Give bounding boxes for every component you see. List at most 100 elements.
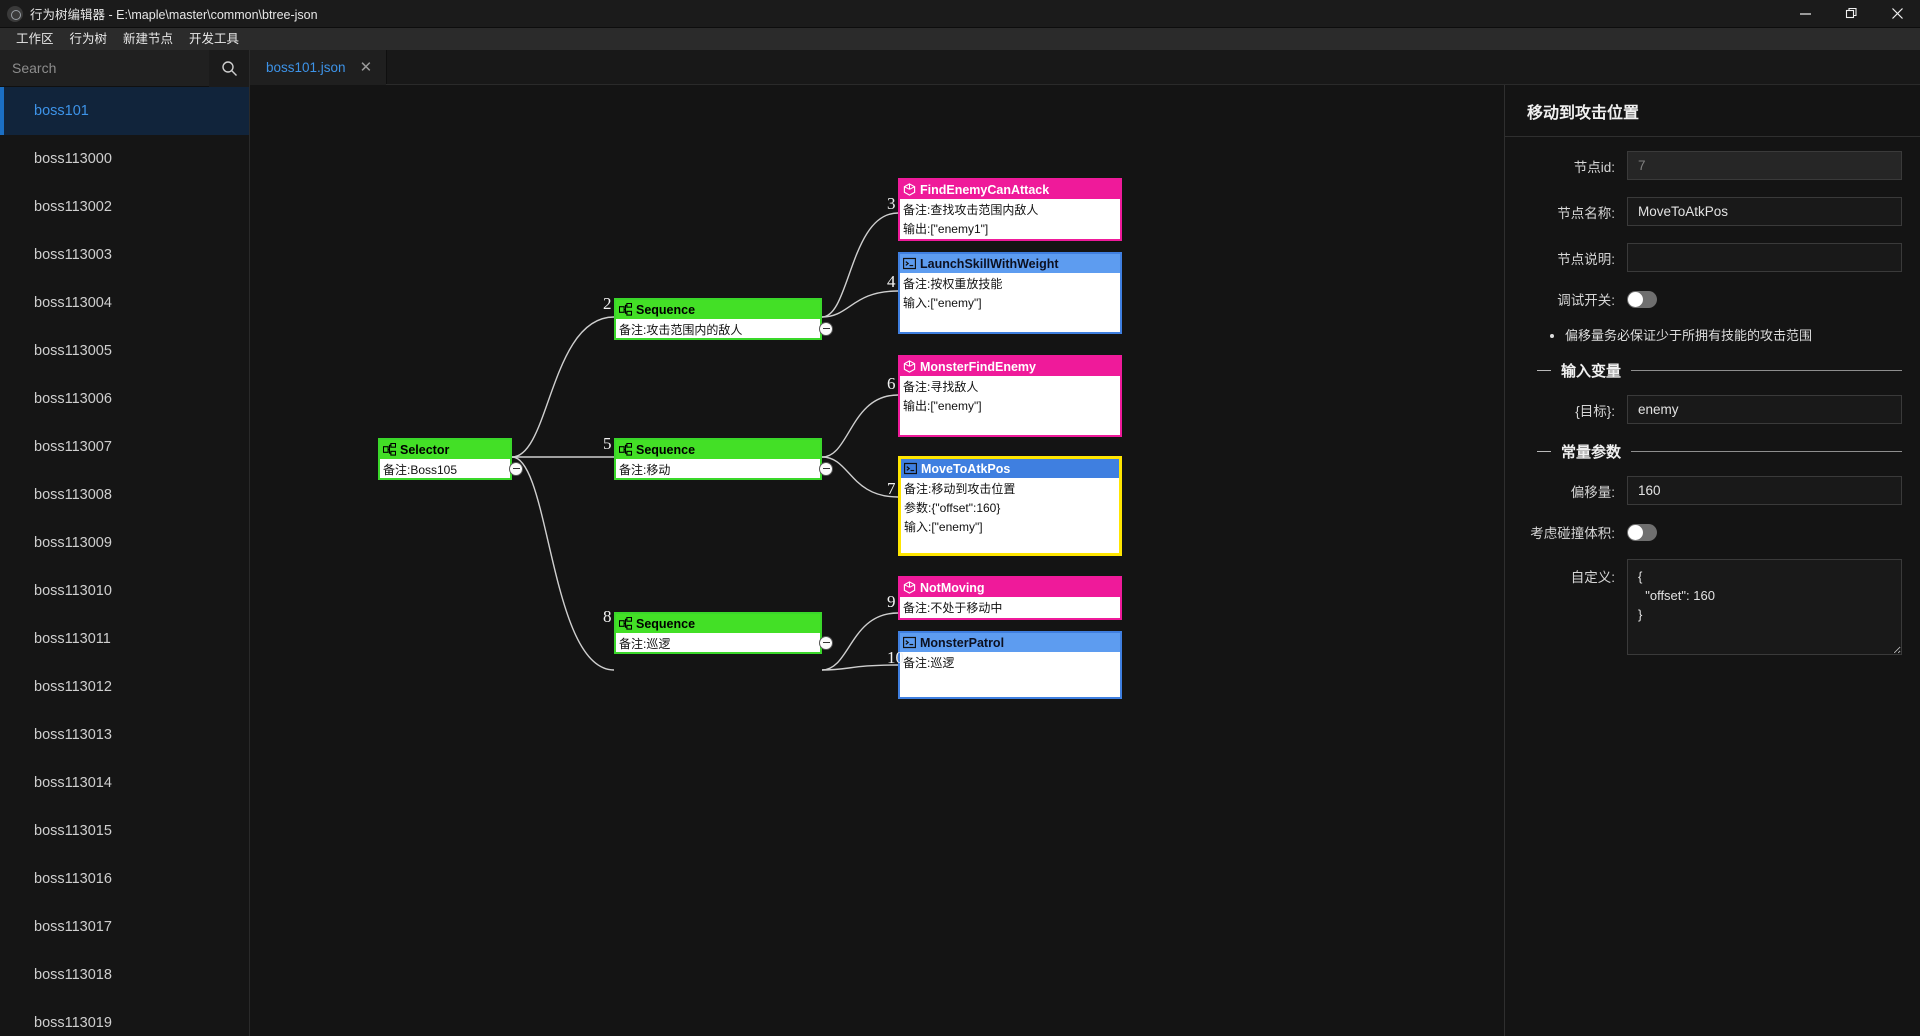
node-id-input[interactable] bbox=[1627, 151, 1902, 180]
tree-item-label: boss113005 bbox=[34, 343, 112, 359]
node-header: MoveToAtkPos bbox=[901, 459, 1119, 478]
tree-item-boss113007[interactable]: boss113007 bbox=[0, 423, 249, 471]
node-detail-line: 输出:["enemy1"] bbox=[903, 222, 989, 236]
tree-item-boss113009[interactable]: boss113009 bbox=[0, 519, 249, 567]
menu-item-behavior-tree[interactable]: 行为树 bbox=[69, 32, 108, 46]
node-collapse-icon[interactable] bbox=[819, 635, 833, 650]
tree-item-boss113008[interactable]: boss113008 bbox=[0, 471, 249, 519]
node-body: 备注:巡逻 bbox=[900, 652, 1120, 697]
node-detail-line: 备注:移动 bbox=[619, 463, 671, 477]
minimize-icon[interactable] bbox=[1782, 0, 1828, 28]
tree-item-boss113018[interactable]: boss113018 bbox=[0, 951, 249, 999]
menu-item-workspace[interactable]: 工作区 bbox=[16, 32, 54, 46]
node-title: Sequence bbox=[636, 616, 696, 631]
node-index-label: 10 bbox=[887, 648, 904, 667]
node-detail-line: 备注:攻击范围内的敌人 bbox=[619, 323, 743, 337]
tab-boss101-json[interactable]: boss101.json ✕ bbox=[250, 50, 388, 85]
tree-item-label: boss113004 bbox=[34, 295, 112, 311]
custom-json-textarea[interactable]: { "offset": 160 } bbox=[1627, 559, 1902, 655]
tree-item-boss113004[interactable]: boss113004 bbox=[0, 279, 249, 327]
tree-item-label: boss113013 bbox=[34, 727, 112, 743]
field-collide-toggle: 考虑碰撞体积: bbox=[1523, 522, 1902, 542]
graph-canvas[interactable]: Selector备注:Boss1051Sequence备注:攻击范围内的敌人2F… bbox=[250, 85, 1504, 1036]
tree-item-label: boss113009 bbox=[34, 535, 112, 551]
node-detail-line: 备注:Boss105 bbox=[383, 463, 458, 477]
condition-node-icon bbox=[903, 581, 916, 594]
field-label-custom: 自定义: bbox=[1570, 570, 1615, 585]
field-custom-json: 自定义: { "offset": 160 } bbox=[1523, 559, 1902, 655]
tree-item-label: boss113008 bbox=[34, 487, 112, 503]
node-index-label: 9 bbox=[887, 592, 896, 611]
tree-item-label: boss113006 bbox=[34, 391, 112, 407]
node-name-input[interactable] bbox=[1627, 197, 1902, 226]
field-node-desc: 节点说明: bbox=[1523, 243, 1902, 272]
tree-item-boss113000[interactable]: boss113000 bbox=[0, 135, 249, 183]
tree-item-boss113002[interactable]: boss113002 bbox=[0, 183, 249, 231]
field-input-target: {目标}: bbox=[1523, 395, 1902, 424]
node-index-label: 5 bbox=[603, 434, 612, 453]
search-input[interactable] bbox=[0, 50, 209, 87]
section-collapse-icon[interactable] bbox=[1537, 451, 1551, 452]
composite-node-icon bbox=[619, 303, 632, 316]
node-header: Sequence bbox=[616, 440, 820, 459]
node-index-label: 7 bbox=[887, 479, 896, 498]
node-header: NotMoving bbox=[900, 578, 1120, 597]
tree-item-label: boss113007 bbox=[34, 439, 112, 455]
graph-node-Sequence[interactable]: Sequence 备注:移动 bbox=[614, 438, 822, 480]
node-collapse-icon[interactable] bbox=[509, 461, 523, 476]
node-collapse-icon[interactable] bbox=[819, 321, 833, 336]
section-divider bbox=[1631, 451, 1902, 452]
node-desc-input[interactable] bbox=[1627, 243, 1902, 272]
search-icon[interactable] bbox=[209, 50, 249, 87]
node-detail-line: 输出:["enemy"] bbox=[903, 399, 982, 413]
panel-body: 节点id: 节点名称: 节点说明: 调试开关: 偏移量务必保证少于所拥有技能的攻… bbox=[1505, 137, 1920, 655]
tab-label: boss101.json bbox=[266, 59, 346, 75]
input-target-field[interactable] bbox=[1627, 395, 1902, 424]
close-icon[interactable] bbox=[1874, 0, 1920, 28]
panel-title: 移动到攻击位置 bbox=[1505, 85, 1920, 137]
maximize-icon[interactable] bbox=[1828, 0, 1874, 28]
tree-item-boss113010[interactable]: boss113010 bbox=[0, 567, 249, 615]
tree-item-boss113013[interactable]: boss113013 bbox=[0, 711, 249, 759]
menu-item-new-node[interactable]: 新建节点 bbox=[123, 32, 174, 46]
menu-item-dev-tools[interactable]: 开发工具 bbox=[189, 32, 240, 46]
node-body: 备注:按权重放技能输入:["enemy"] bbox=[900, 273, 1120, 332]
tree-item-boss113019[interactable]: boss113019 bbox=[0, 999, 249, 1036]
node-index-label: 6 bbox=[887, 374, 896, 393]
close-icon[interactable]: ✕ bbox=[359, 58, 373, 76]
tree-item-boss113016[interactable]: boss113016 bbox=[0, 855, 249, 903]
graph-node-FindEnemyCanAttack[interactable]: FindEnemyCanAttack 备注:查找攻击范围内敌人输出:["enemy… bbox=[898, 178, 1122, 241]
tree-item-boss101[interactable]: boss101 bbox=[0, 87, 249, 135]
node-body: 备注:移动到攻击位置参数:{"offset":160}输入:["enemy"] bbox=[901, 478, 1119, 553]
tree-item-boss113006[interactable]: boss113006 bbox=[0, 375, 249, 423]
tree-item-boss113005[interactable]: boss113005 bbox=[0, 327, 249, 375]
section-collapse-icon[interactable] bbox=[1537, 370, 1551, 371]
tree-item-boss113014[interactable]: boss113014 bbox=[0, 759, 249, 807]
node-collapse-icon[interactable] bbox=[819, 461, 833, 476]
section-input-variables: 输入变量 bbox=[1537, 360, 1902, 381]
tree-item-label: boss113011 bbox=[34, 631, 111, 647]
field-offset: 偏移量: bbox=[1523, 476, 1902, 505]
node-title: MonsterFindEnemy bbox=[920, 359, 1036, 374]
tree-item-boss113012[interactable]: boss113012 bbox=[0, 663, 249, 711]
node-header: FindEnemyCanAttack bbox=[900, 180, 1120, 199]
debug-switch-toggle[interactable] bbox=[1627, 290, 1657, 308]
tree-item-boss113017[interactable]: boss113017 bbox=[0, 903, 249, 951]
tree-item-boss113003[interactable]: boss113003 bbox=[0, 231, 249, 279]
offset-input[interactable] bbox=[1627, 476, 1902, 505]
tree-item-boss113015[interactable]: boss113015 bbox=[0, 807, 249, 855]
collide-volume-toggle[interactable] bbox=[1627, 523, 1657, 541]
tree-item-boss113011[interactable]: boss113011 bbox=[0, 615, 249, 663]
node-detail-line: 备注:查找攻击范围内敌人 bbox=[903, 203, 1039, 217]
composite-node-icon bbox=[619, 443, 632, 456]
